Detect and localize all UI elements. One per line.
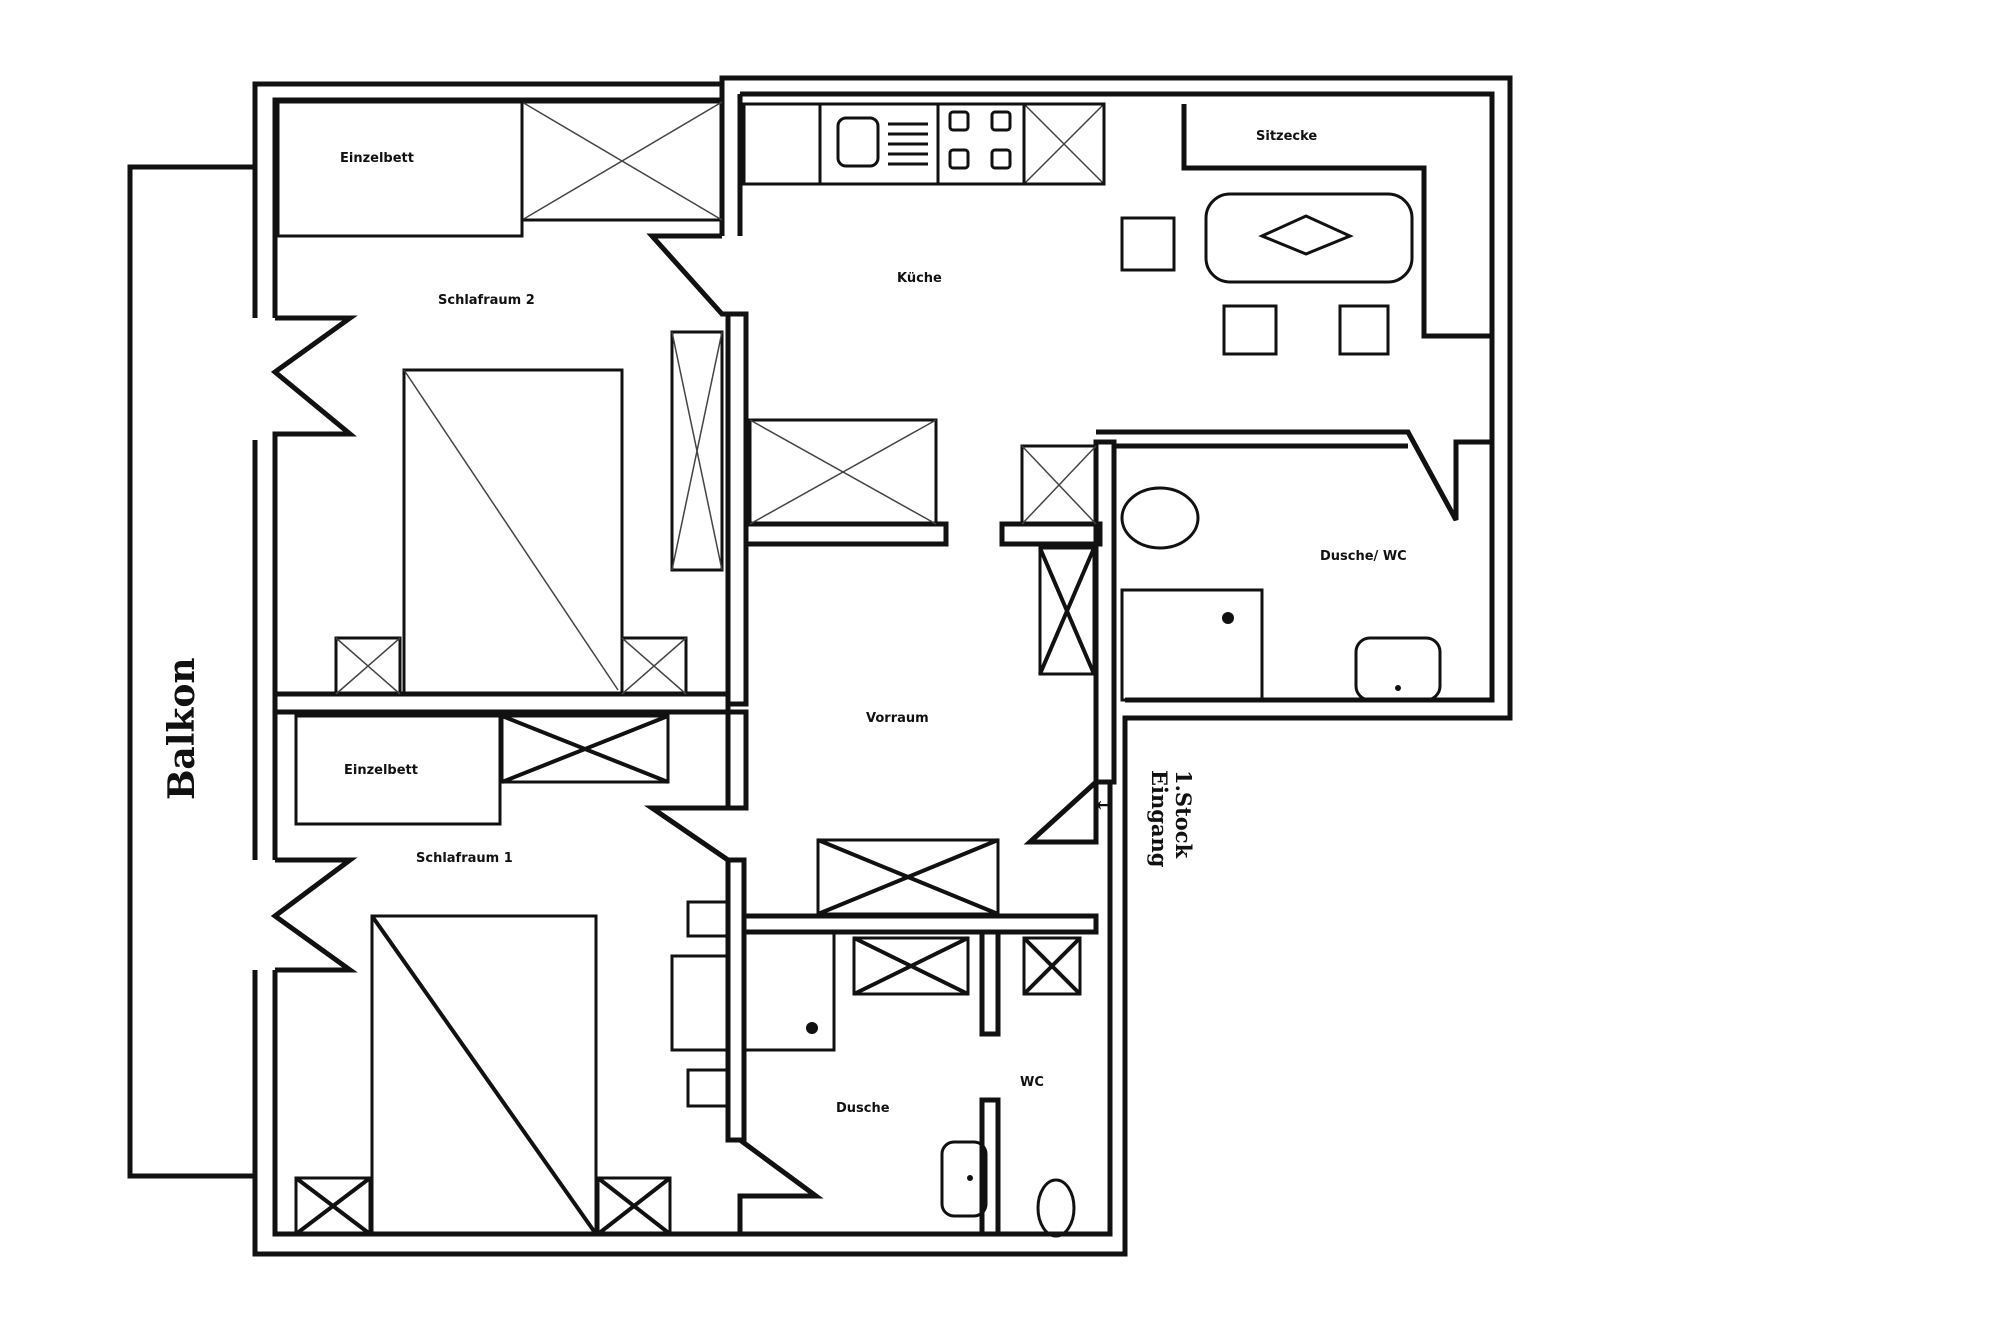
sink-icon	[1354, 636, 1442, 702]
stove-icon	[948, 110, 1012, 170]
outer-walls	[252, 75, 1513, 1257]
sink-icon	[940, 1140, 988, 1218]
shower-icon	[1120, 588, 1264, 702]
balcony-door-upper	[270, 315, 358, 440]
room-label-sitzecke: Sitzecke	[1256, 129, 1317, 144]
balcony	[127, 164, 255, 1179]
balcony-label: Balkon	[161, 657, 203, 800]
balcony-door-lower	[270, 857, 358, 973]
bed-icon	[276, 100, 524, 238]
closet-icon	[816, 838, 1000, 916]
closet-icon	[520, 100, 724, 222]
room-label-einzelbett-top: Einzelbett	[340, 151, 414, 166]
closet-icon	[1038, 546, 1096, 676]
closet-icon	[670, 330, 724, 572]
closet-icon	[1020, 444, 1098, 526]
entrance-floor-label: 1.Stock	[1171, 770, 1196, 859]
toilet-icon	[1120, 486, 1200, 550]
closet-icon	[852, 936, 970, 996]
closet-icon	[1022, 936, 1082, 996]
closet-icon	[748, 418, 938, 526]
closet-icon	[1022, 102, 1106, 186]
toilet-icon	[1036, 1178, 1076, 1238]
room-label-schlafraum1: Schlafraum 1	[416, 851, 513, 866]
room-label-einzelbett-bottom: Einzelbett	[344, 763, 418, 778]
interior-walls	[272, 104, 1492, 1237]
kitchen-counter	[742, 102, 1106, 186]
bed-icon	[294, 914, 672, 1236]
room-label-wc: WC	[1020, 1075, 1044, 1090]
room-label-vorraum: Vorraum	[866, 711, 929, 726]
entrance-label: Eingang	[1147, 770, 1172, 868]
entrance-marker: 1.Stock Eingang ↑	[1092, 770, 1196, 868]
entrance-arrow-icon: ↑	[1092, 796, 1117, 814]
room-label-dusche: Dusche	[836, 1101, 890, 1116]
bed-icon	[334, 368, 688, 696]
table-icon	[1120, 192, 1414, 356]
room-label-schlafraum2: Schlafraum 2	[438, 293, 535, 308]
room-label-kueche: Küche	[897, 271, 942, 286]
closet-icon	[500, 714, 670, 784]
shower-icon	[670, 900, 836, 1108]
room-label-dusche-wc: Dusche/ WC	[1320, 549, 1407, 564]
sink-icon	[836, 116, 928, 168]
bed-icon	[294, 714, 502, 826]
